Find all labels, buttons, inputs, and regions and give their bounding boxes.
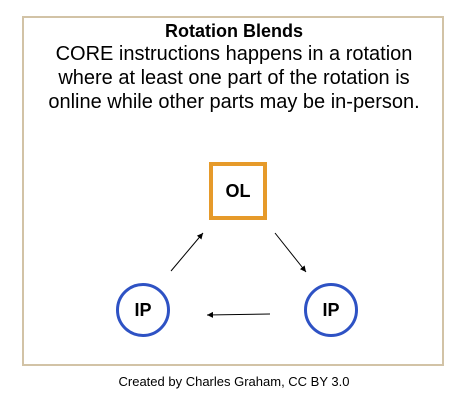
attribution-caption: Created by Charles Graham, CC BY 3.0	[118, 374, 350, 389]
in-person-node-right: IP	[304, 283, 358, 337]
diagram-description: CORE instructions happens in a rotation …	[0, 42, 468, 114]
arrow-ol-to-ip-right	[274, 232, 307, 273]
description-line-2: where at least one part of the rotation …	[58, 67, 410, 89]
arrow-ip-left-to-ol	[170, 232, 204, 272]
description-line-3: online while other parts may be in-perso…	[48, 91, 420, 113]
description-line-1: CORE instructions happens in a rotation	[55, 43, 413, 65]
diagram-title: Rotation Blends	[165, 21, 303, 41]
in-person-node-left: IP	[116, 283, 170, 337]
online-node: OL	[209, 162, 267, 220]
arrow-ip-right-to-ip-left	[206, 311, 271, 318]
